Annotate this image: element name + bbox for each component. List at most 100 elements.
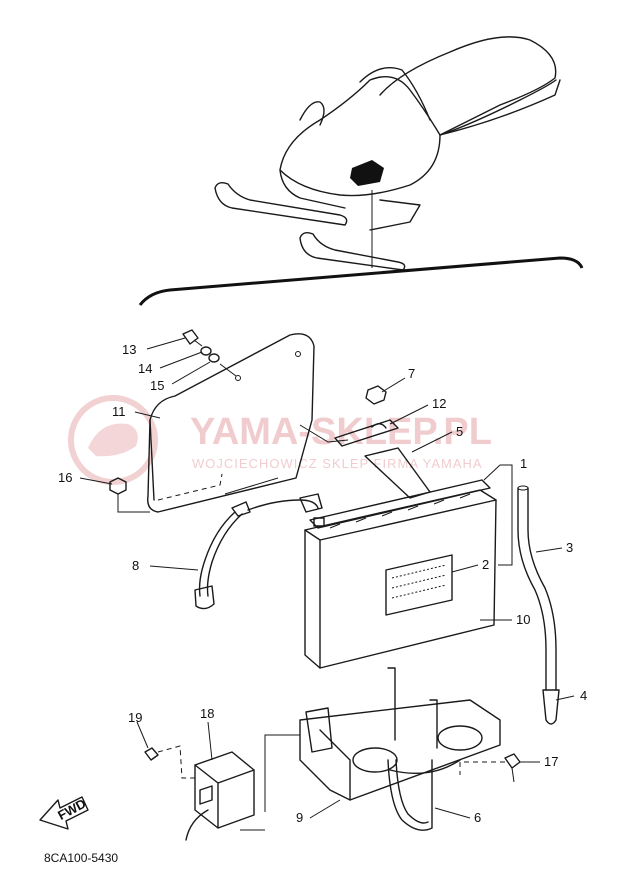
battery-terminal — [313, 517, 325, 527]
leader-2 — [451, 564, 479, 573]
band-6-loop-a — [387, 759, 433, 831]
cover-plate-slot — [224, 477, 279, 495]
hose-left-edge — [517, 487, 547, 691]
leader-11 — [134, 411, 161, 419]
bolt-19-head — [144, 747, 159, 761]
lead-wire-to-terminal — [247, 499, 319, 511]
cover-plate-outline — [147, 333, 315, 513]
snowmobile-ski-upper — [214, 181, 348, 226]
battery-box-9 — [299, 667, 501, 801]
band-12-boss — [371, 423, 387, 429]
lead-boot — [194, 585, 215, 610]
cover-plate-edge — [149, 419, 155, 501]
watermark-subtitle: WOJCIECHOWICZ SKLEP FIRMA YAMAHA — [192, 456, 483, 471]
callout-3: 3 — [566, 540, 573, 555]
snowmobile-seat-edge — [439, 79, 557, 136]
bolt-17-head — [504, 753, 521, 769]
battery-case — [304, 489, 497, 669]
watermark-logo-mark — [88, 423, 138, 457]
callout-13: 13 — [122, 342, 136, 357]
box-stud-right — [429, 699, 438, 749]
callout-7: 7 — [408, 366, 415, 381]
battery-cover-plate — [147, 333, 315, 513]
bolt-19 — [144, 745, 195, 779]
fwd-arrow: FWD — [39, 796, 89, 830]
callout-5: 5 — [456, 424, 463, 439]
nut-7 — [365, 385, 387, 405]
callout-6: 6 — [474, 810, 481, 825]
leader-12 — [389, 404, 429, 425]
snowmobile-overview — [214, 36, 561, 271]
callout-11: 11 — [112, 404, 126, 419]
hose-top-end — [517, 485, 529, 491]
fwd-arrow-icon — [39, 796, 89, 830]
callout-12: 12 — [432, 396, 446, 411]
battery-lead-8 — [194, 493, 323, 610]
bolt-13-head — [182, 329, 199, 345]
snowmobile-spindle — [369, 199, 421, 231]
callout-15: 15 — [150, 378, 164, 393]
callout-leaders — [79, 337, 575, 819]
callout-4: 4 — [580, 688, 587, 703]
relay-body — [194, 751, 255, 829]
box-stud-left — [387, 667, 396, 741]
leader-3 — [535, 547, 563, 553]
band-6-loop-b — [395, 759, 429, 824]
nut-16-body — [109, 477, 127, 495]
snowmobile-tunnel — [439, 79, 561, 136]
washer-15 — [208, 353, 220, 363]
bolt-and-washers — [182, 329, 237, 377]
watermark: YAMA-SKLEP.PL WOJCIECHOWICZ SKLEP FIRMA … — [68, 395, 492, 485]
leader-1 — [483, 464, 513, 566]
diagram-code: 8CA100-5430 — [44, 851, 118, 865]
band-12 — [334, 419, 399, 447]
leader-4 — [555, 695, 575, 701]
box-outline — [299, 699, 501, 801]
battery-label-2 — [385, 554, 453, 616]
leader-18 — [207, 721, 213, 761]
box-hole-right — [437, 725, 483, 751]
band-6 — [387, 759, 461, 831]
box-front-wall — [319, 729, 351, 801]
hose-right-edge — [527, 487, 557, 691]
lead-terminal-end — [299, 493, 323, 513]
leader-8 — [149, 565, 199, 571]
battery-top-cap — [309, 479, 491, 529]
callout-labels: 13 14 15 11 16 7 12 5 1 2 3 4 8 10 9 6 1… — [58, 342, 587, 825]
callout-10: 10 — [516, 612, 530, 627]
snowmobile-nose — [279, 169, 346, 209]
relay-connector — [199, 785, 213, 805]
battery-cell-caps — [329, 493, 471, 529]
leader-13 — [146, 337, 186, 350]
leader-7 — [381, 377, 406, 393]
leader-5 — [411, 431, 453, 453]
callout-19: 19 — [128, 710, 142, 725]
starter-relay-18 — [185, 751, 255, 841]
cover-plate-hidden-edge — [157, 473, 223, 501]
band-hook-line — [299, 424, 349, 443]
overview-bracket — [138, 256, 584, 306]
snowmobile-battery-location — [350, 160, 384, 186]
bolt-centerline — [219, 363, 237, 377]
leader-19 — [136, 721, 149, 749]
bolt-19-hidden-line — [157, 745, 195, 779]
bolt-13-shank — [193, 339, 203, 347]
washer-14 — [200, 346, 212, 356]
band-6-strap — [389, 759, 461, 775]
callout-2: 2 — [482, 557, 489, 572]
watermark-logo-ring — [68, 395, 158, 485]
snowmobile-ski-lower — [299, 231, 406, 271]
callout-8: 8 — [132, 558, 139, 573]
bolt-17 — [459, 753, 521, 783]
box-tab — [305, 707, 333, 753]
callout-1: 1 — [520, 456, 527, 471]
lead-connector — [231, 501, 251, 517]
snowmobile-handlebar — [299, 101, 325, 126]
bolt-17-shank — [511, 767, 515, 783]
breather-hose-3 — [517, 485, 560, 725]
callout-17: 17 — [544, 754, 558, 769]
nut-16 — [109, 477, 150, 513]
relay-edges — [194, 764, 255, 829]
leader-6 — [434, 807, 471, 819]
